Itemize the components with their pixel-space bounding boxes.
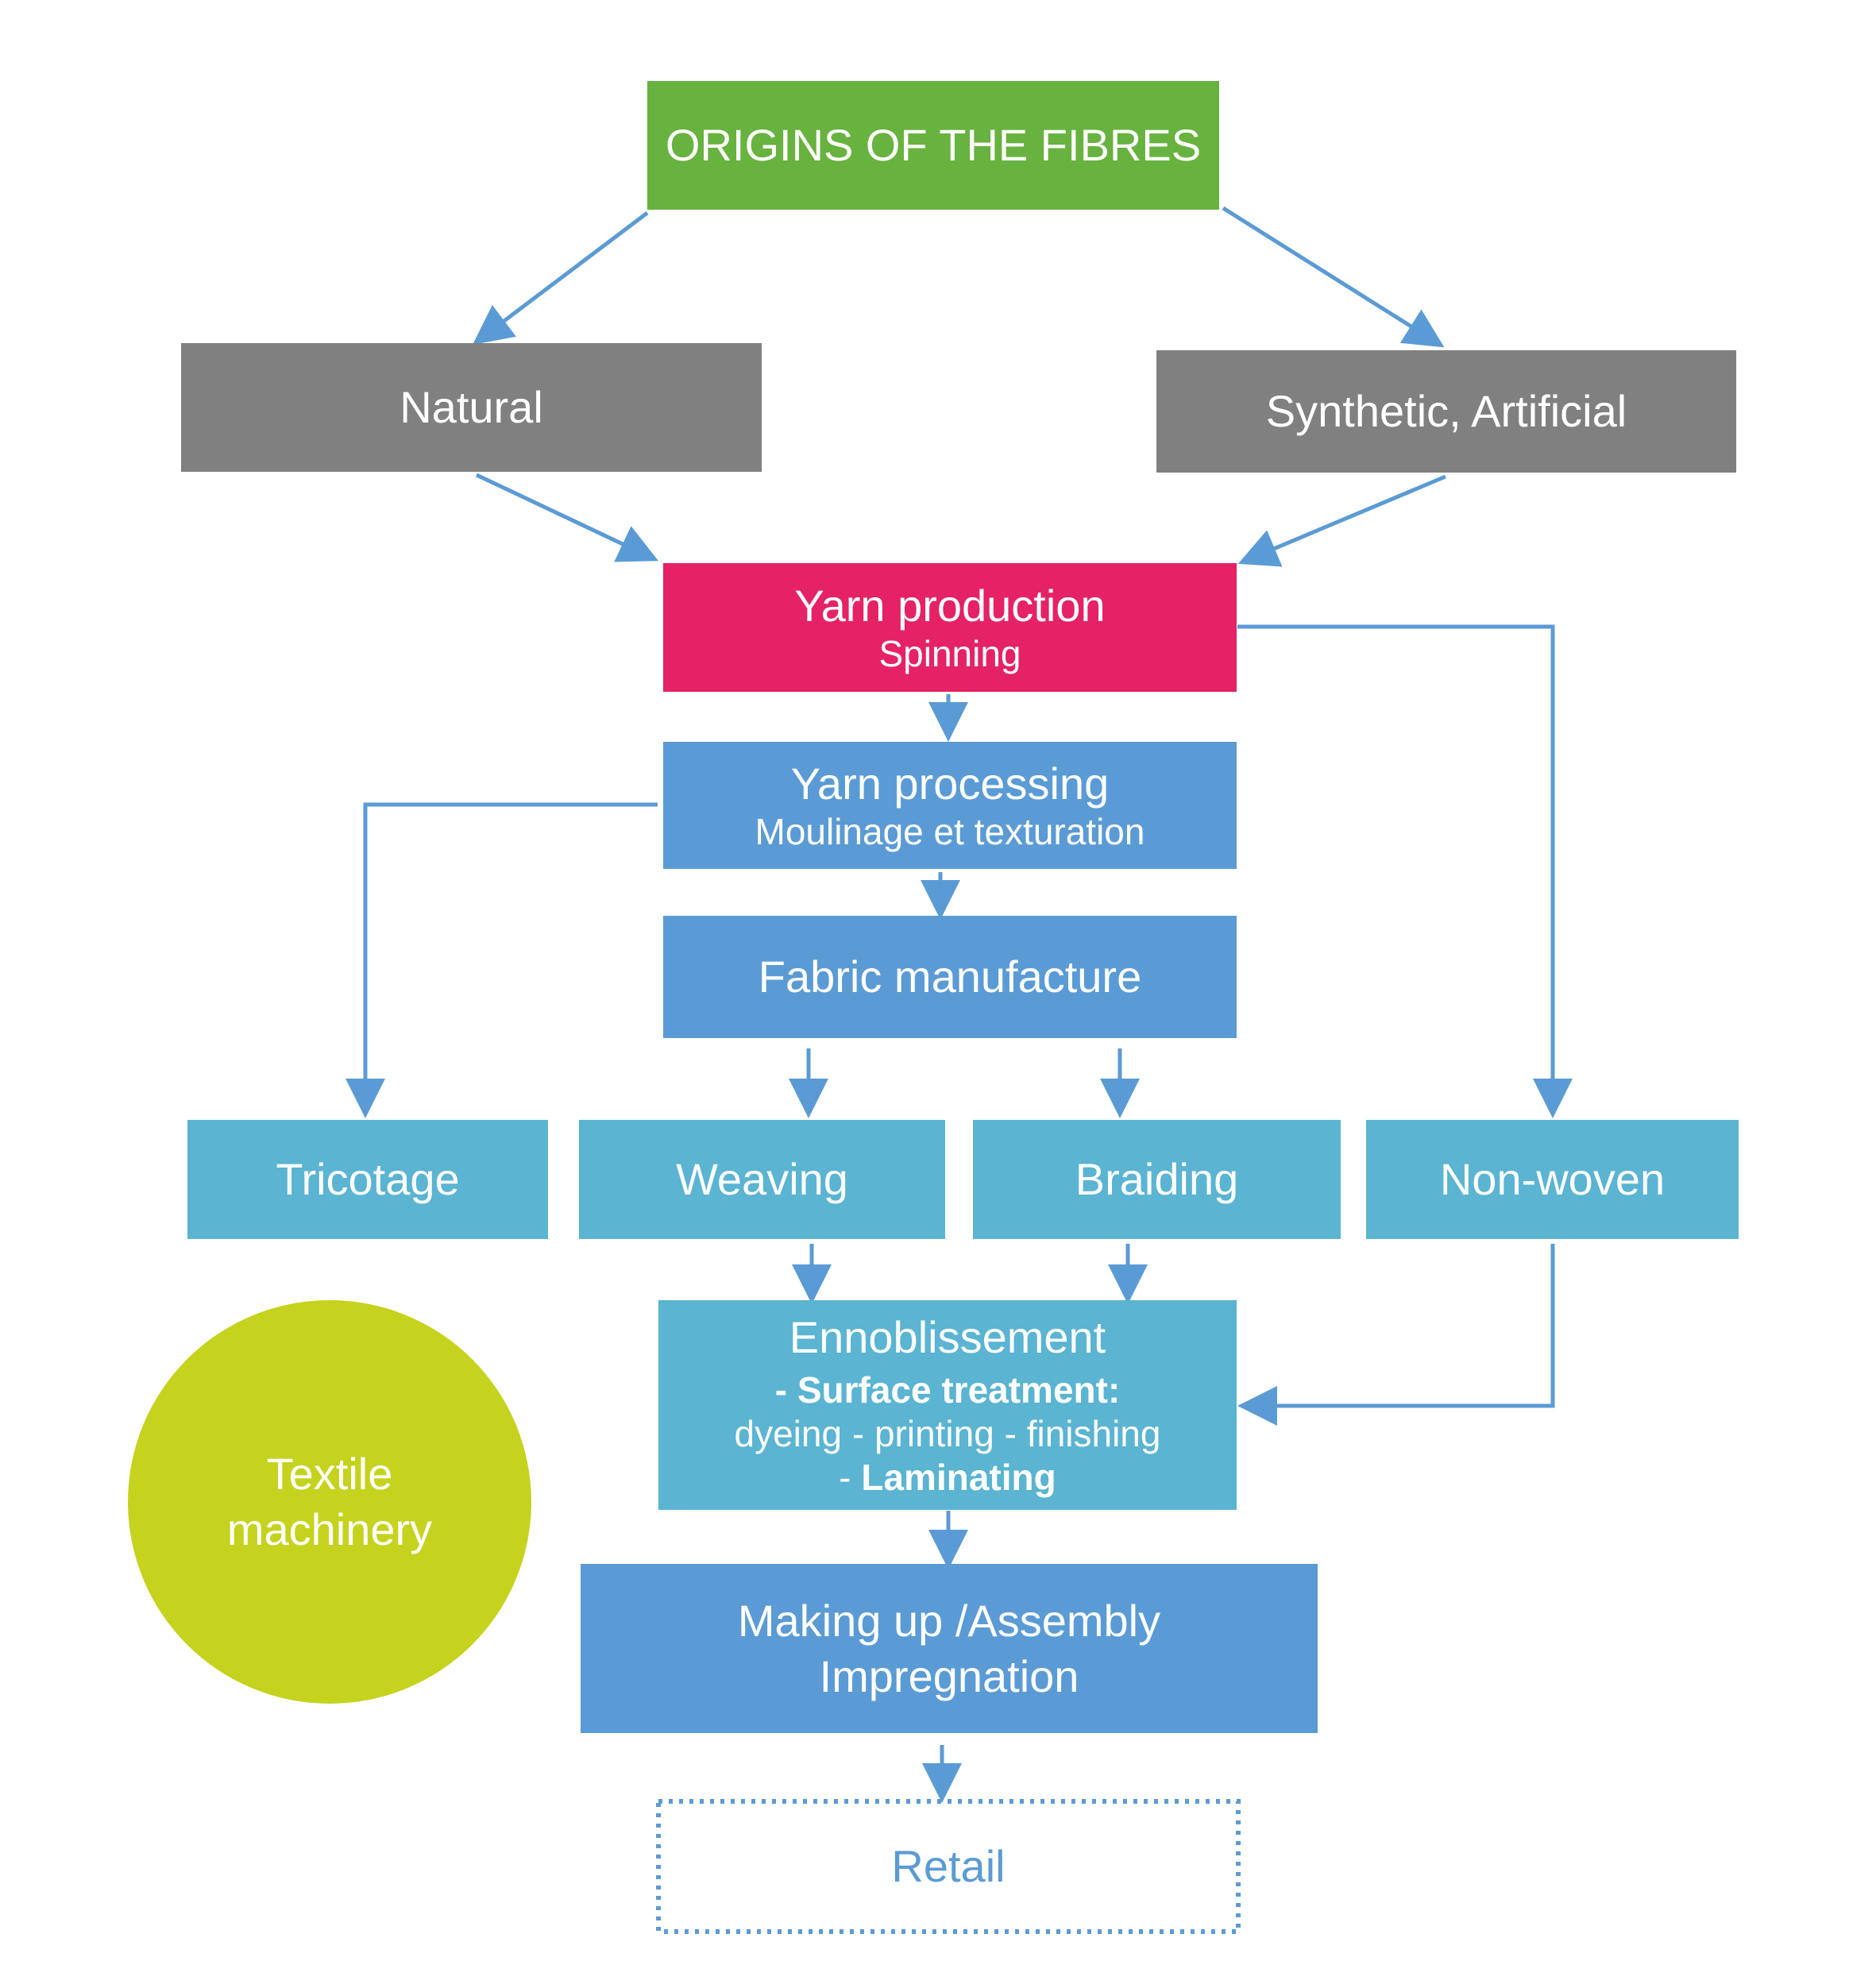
- fabric-manufacture-label: Fabric manufacture: [758, 952, 1142, 1002]
- yarn-production-subtitle: Spinning: [878, 633, 1021, 674]
- yarn-processing-subtitle: Moulinage et texturation: [755, 811, 1145, 852]
- yarn-processing-title: Yarn processing: [790, 758, 1110, 809]
- laminating-line: - Laminating: [839, 1456, 1056, 1500]
- tricotage-box: Tricotage: [187, 1120, 548, 1239]
- ennoblissement-title: Ennoblissement: [789, 1311, 1106, 1362]
- arrow-yarn-production-to-non-woven: [1237, 624, 1573, 1118]
- making-up-label: Making up /Assembly: [737, 1595, 1161, 1646]
- surface-treatment-label: - Surface treatment:: [774, 1368, 1121, 1411]
- making-up-assembly-box: Making up /Assembly Impregnation: [581, 1564, 1318, 1733]
- retail-label: Retail: [891, 1841, 1006, 1892]
- braiding-box: Braiding: [973, 1120, 1341, 1239]
- arrow-origins-to-natural: [473, 211, 649, 345]
- textile-machinery-line1: Textile: [266, 1449, 393, 1499]
- natural-label: Natural: [400, 382, 543, 433]
- non-woven-box: Non-woven: [1366, 1120, 1739, 1239]
- retail-dotted-border: [656, 1799, 1241, 1934]
- braiding-label: Braiding: [1075, 1154, 1239, 1205]
- textile-machinery-circle: Textile machinery: [128, 1300, 531, 1704]
- yarn-production-title: Yarn production: [794, 580, 1106, 631]
- arrow-non-woven-to-ennoblissement: [1237, 1244, 1555, 1426]
- surface-treatment-steps: dyeing - printing - finishing: [734, 1413, 1161, 1454]
- fabric-manufacture-box: Fabric manufacture: [663, 916, 1237, 1038]
- laminating-prefix: -: [839, 1457, 862, 1499]
- non-woven-label: Non-woven: [1439, 1154, 1666, 1205]
- arrow-yarn-processing-to-tricotage: [345, 802, 658, 1118]
- yarn-production-box: Yarn production Spinning: [663, 563, 1237, 692]
- yarn-processing-box: Yarn processing Moulinage et texturation: [663, 742, 1237, 869]
- arrow-natural-to-yarn-production: [475, 473, 659, 562]
- impregnation-label: Impregnation: [819, 1650, 1079, 1701]
- origins-label: ORIGINS OF THE FIBRES: [665, 120, 1202, 171]
- weaving-label: Weaving: [676, 1154, 848, 1205]
- laminating-label: Laminating: [861, 1457, 1056, 1499]
- retail-box: Retail: [658, 1801, 1238, 1932]
- natural-box: Natural: [181, 343, 762, 472]
- tricotage-label: Tricotage: [276, 1154, 460, 1205]
- arrow-synthetic-to-yarn-production: [1237, 474, 1446, 567]
- textile-machinery-line2: machinery: [226, 1504, 433, 1554]
- arrow-origins-to-synthetic: [1222, 206, 1445, 348]
- synthetic-artificial-box: Synthetic, Artificial: [1156, 350, 1736, 473]
- origins-of-fibres-box: ORIGINS OF THE FIBRES: [647, 81, 1219, 210]
- weaving-box: Weaving: [579, 1120, 945, 1239]
- synthetic-label: Synthetic, Artificial: [1265, 386, 1627, 437]
- ennoblissement-box: Ennoblissement - Surface treatment: dyei…: [658, 1300, 1237, 1510]
